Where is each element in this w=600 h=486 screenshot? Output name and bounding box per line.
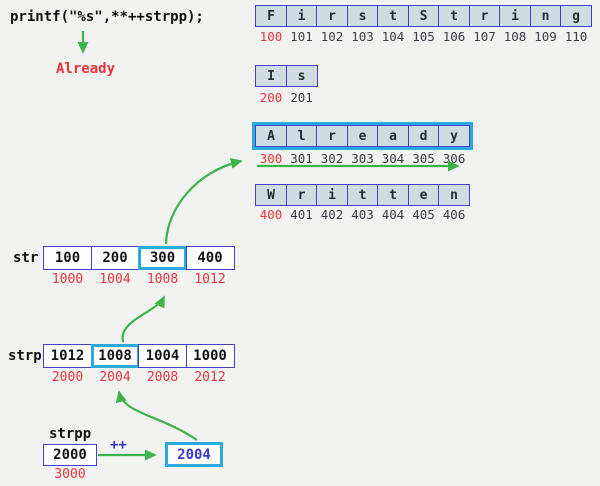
- char-cell: t: [377, 5, 409, 27]
- address-label: 110: [564, 29, 588, 44]
- address-label: 2004: [99, 370, 131, 385]
- char-cell: y: [438, 125, 470, 147]
- increment-operator-label: ++: [110, 437, 127, 453]
- address-label: 403: [351, 207, 374, 222]
- char-cell: I: [255, 65, 287, 87]
- address-label: 100: [259, 29, 283, 44]
- address-label: 1000: [51, 272, 84, 287]
- address-label: 200: [259, 90, 283, 105]
- address-label: 300: [259, 151, 283, 166]
- pointer-cell: 1004: [138, 344, 187, 368]
- address-label: 305: [412, 151, 435, 166]
- address-label: 402: [320, 207, 344, 222]
- strpp-result-box-highlighted: 2004: [165, 442, 223, 467]
- code-line: printf("%s",**++strpp);: [10, 9, 204, 25]
- array-label-strp: strp: [8, 348, 42, 364]
- address-label: 2000: [51, 370, 84, 385]
- char-cell: i: [499, 5, 531, 27]
- address-row: 400 401 402 403 404 405 406: [255, 207, 470, 222]
- address-label: 201: [290, 90, 313, 105]
- pointer-cell: 100: [43, 246, 92, 270]
- char-cell: r: [316, 125, 348, 147]
- char-cell: d: [407, 125, 440, 147]
- char-cell: A: [255, 125, 287, 147]
- address-row: 1000 1004 1008 1012: [43, 272, 235, 287]
- char-cell: W: [255, 184, 287, 206]
- char-cell: r: [285, 184, 318, 206]
- address-label: 406: [442, 207, 466, 222]
- char-cell: g: [560, 5, 592, 27]
- address-row: 300 301 302 303 304 305 306: [255, 151, 470, 166]
- address-label: 109: [534, 29, 557, 44]
- pointer-cell: 1000: [185, 344, 235, 368]
- char-cell: r: [316, 5, 348, 27]
- address-label: 301: [290, 151, 313, 166]
- pointer-cell: 400: [185, 246, 235, 270]
- curved-arrow-icon-strp-to-str: [121, 295, 165, 343]
- address-label: 2008: [146, 370, 179, 385]
- string-row-first-string: F i r s t S t r i n g: [255, 5, 592, 27]
- curved-arrow-icon-result-to-strp: [115, 390, 198, 441]
- char-cell: S: [407, 5, 440, 27]
- address-row: 2000 2004 2008 2012: [43, 370, 235, 385]
- array-label-str: str: [13, 250, 39, 266]
- array-str: 100 200 300 400: [43, 246, 235, 270]
- pointer-cell: 200: [90, 246, 140, 270]
- address-label: 1004: [99, 272, 131, 287]
- address-label: 400: [259, 207, 283, 222]
- result-label: Already: [56, 61, 116, 77]
- char-cell: l: [285, 125, 318, 147]
- char-cell: i: [316, 184, 348, 206]
- address-label: 1008: [146, 272, 179, 287]
- char-cell: n: [529, 5, 562, 27]
- char-cell: s: [346, 5, 379, 27]
- address-label: 1012: [194, 272, 226, 287]
- address-label: 108: [503, 29, 527, 44]
- char-cell: s: [285, 65, 318, 87]
- char-cell: F: [255, 5, 287, 27]
- char-cell: e: [346, 125, 379, 147]
- char-cell: r: [468, 5, 501, 27]
- array-strp: 1012 1008 1004 1000: [43, 344, 235, 368]
- address-label: 306: [442, 151, 466, 166]
- address-label: 401: [290, 207, 313, 222]
- address-label: 303: [351, 151, 374, 166]
- address-label: 107: [473, 29, 496, 44]
- pointer-cell-highlighted: 300: [138, 246, 187, 270]
- address-label: 103: [351, 29, 374, 44]
- address-label: 302: [320, 151, 344, 166]
- strpp-address: 3000: [54, 467, 86, 482]
- char-cell: e: [407, 184, 440, 206]
- string-row-is: I s: [255, 65, 318, 87]
- address-label: 102: [320, 29, 344, 44]
- string-row-written: W r i t t e n: [255, 184, 470, 206]
- address-label: 105: [412, 29, 435, 44]
- char-cell: t: [438, 5, 470, 27]
- address-row: 200 201: [255, 90, 318, 105]
- strpp-value-box: 2000: [43, 444, 97, 466]
- char-cell: t: [346, 184, 379, 206]
- char-cell: i: [285, 5, 318, 27]
- char-cell: a: [377, 125, 409, 147]
- address-label: 2012: [194, 370, 226, 385]
- char-cell: n: [438, 184, 470, 206]
- pointer-cell-highlighted: 1008: [90, 344, 140, 368]
- string-row-already-highlighted: A l r e a d y: [252, 122, 473, 150]
- address-label: 405: [412, 207, 435, 222]
- address-label: 106: [442, 29, 466, 44]
- curved-arrow-icon-str-to-already: [164, 158, 243, 245]
- address-label: 104: [381, 29, 405, 44]
- address-row: 100 101 102 103 104 105 106 107 108 109 …: [255, 29, 592, 44]
- char-cell: t: [377, 184, 409, 206]
- pointer-cell: 1012: [43, 344, 92, 368]
- address-label: 304: [381, 151, 405, 166]
- address-label: 404: [381, 207, 405, 222]
- pointer-label-strpp: strpp: [49, 426, 92, 442]
- address-label: 101: [290, 29, 313, 44]
